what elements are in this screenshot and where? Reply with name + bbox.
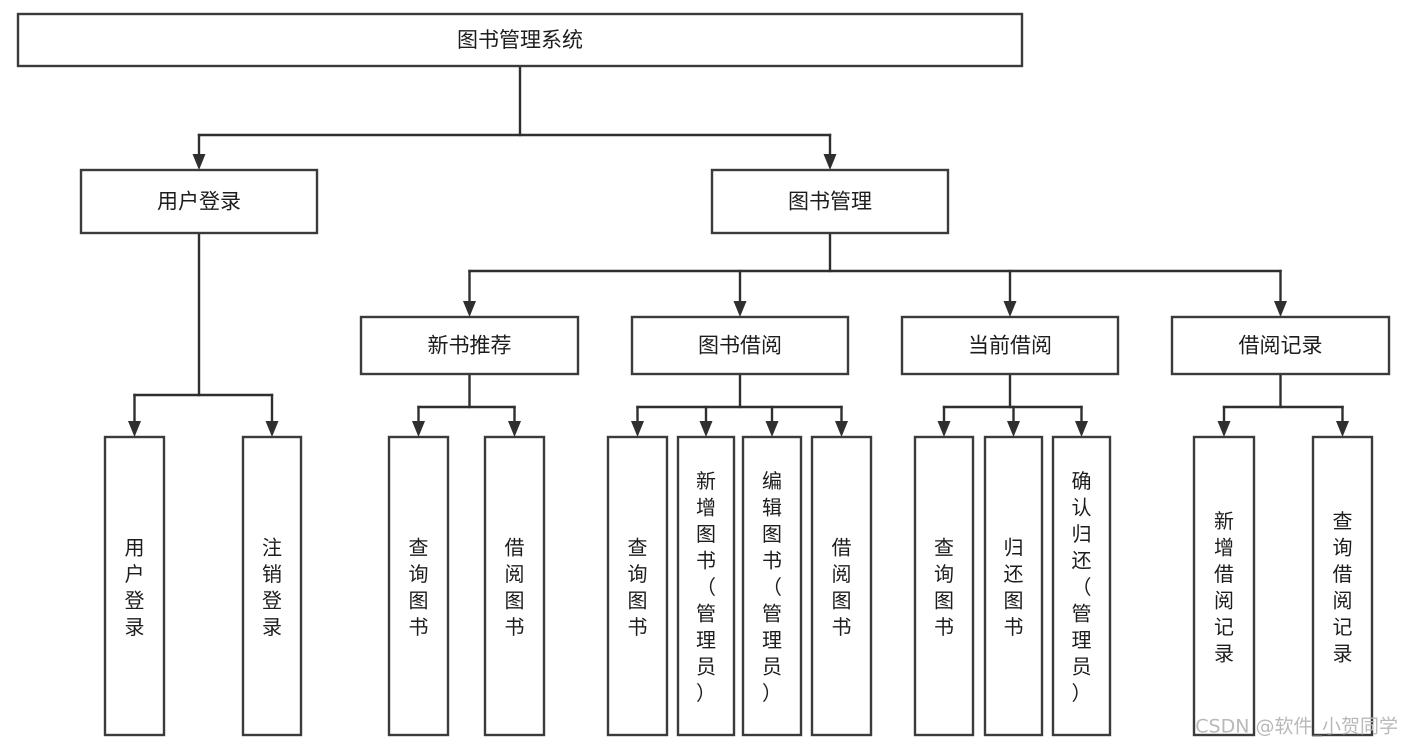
- arrow-head-icon: [937, 421, 951, 437]
- watermark-layer: CSDN @软件_小贺同学: [1195, 716, 1398, 738]
- arrow-head-icon: [192, 154, 206, 170]
- arrow-head-icon: [1003, 301, 1017, 317]
- node-book-borrow[interactable]: 图书借阅: [630, 315, 850, 376]
- arrow-head-icon: [631, 421, 644, 437]
- node-fn-edit-book-admin[interactable]: 编辑图书（管理员）: [741, 435, 803, 737]
- node-box-user-login[interactable]: [79, 168, 319, 235]
- connector-group-new-book-recommend: [412, 372, 521, 437]
- arrow-head-icon: [823, 154, 837, 170]
- node-box-fn-query-book-recommend[interactable]: [387, 435, 450, 737]
- node-box-fn-borrow-book[interactable]: [810, 435, 873, 737]
- arrow-head-icon: [1007, 421, 1020, 437]
- arrow-head-icon: [733, 301, 747, 317]
- node-label-fn-query-book-current: 查询图书: [934, 535, 954, 639]
- connector-group-borrow-record: [1217, 372, 1349, 437]
- node-current-borrow[interactable]: 当前借阅: [900, 315, 1120, 376]
- arrow-head-icon: [265, 421, 279, 437]
- arrow-head-icon: [1217, 421, 1231, 437]
- node-box-new-book-recommend[interactable]: [359, 315, 580, 376]
- node-fn-query-book-current[interactable]: 查询图书: [913, 435, 975, 737]
- arrow-head-icon: [1274, 301, 1287, 317]
- node-fn-borrow-book-recommend[interactable]: 借阅图书: [483, 435, 546, 737]
- node-label-user-login: 用户登录: [157, 190, 241, 214]
- node-label-fn-add-borrow-record: 新增借阅记录: [1214, 508, 1234, 665]
- node-label-fn-query-borrow-record: 查询借阅记录: [1333, 508, 1353, 665]
- node-fn-return-book[interactable]: 归还图书: [983, 435, 1044, 737]
- node-layer: 图书管理系统用户登录图书管理新书推荐图书借阅当前借阅借阅记录用户登录注销登录查询…: [16, 12, 1391, 737]
- node-label-fn-user-logout: 注销登录: [262, 535, 282, 639]
- node-label-fn-return-book: 归还图书: [1004, 535, 1024, 639]
- node-label-root: 图书管理系统: [457, 28, 583, 52]
- node-label-fn-user-login: 用户登录: [125, 535, 145, 639]
- node-box-fn-edit-book-admin[interactable]: [741, 435, 803, 737]
- node-fn-add-book-admin[interactable]: 新增图书（管理员）: [676, 435, 736, 737]
- node-label-fn-borrow-book-recommend: 借阅图书: [505, 535, 525, 639]
- node-label-new-book-recommend: 新书推荐: [428, 334, 512, 358]
- connector-group-user-login: [128, 231, 279, 437]
- node-user-login[interactable]: 用户登录: [79, 168, 319, 235]
- node-box-fn-borrow-book-recommend[interactable]: [483, 435, 546, 737]
- node-label-fn-add-book-admin: 新增图书（管理员）: [696, 469, 716, 705]
- arrow-head-icon: [508, 421, 521, 437]
- connector-group-book-management: [463, 231, 1287, 317]
- connector-layer: [128, 64, 1349, 437]
- arrow-head-icon: [835, 421, 848, 437]
- node-box-fn-return-book[interactable]: [983, 435, 1044, 737]
- node-box-book-management[interactable]: [710, 168, 950, 235]
- csdn-watermark: CSDN @软件_小贺同学: [1195, 716, 1398, 738]
- node-fn-query-book-borrow[interactable]: 查询图书: [606, 435, 669, 737]
- connector-group-root: [192, 64, 837, 170]
- node-root[interactable]: 图书管理系统: [16, 12, 1024, 68]
- node-box-fn-add-borrow-record[interactable]: [1192, 435, 1256, 737]
- node-label-fn-borrow-book: 借阅图书: [832, 535, 852, 639]
- node-box-fn-confirm-return-admin[interactable]: [1051, 435, 1112, 737]
- node-box-book-borrow[interactable]: [630, 315, 850, 376]
- arrow-head-icon: [412, 421, 425, 437]
- node-label-fn-query-book-borrow: 查询图书: [628, 535, 648, 639]
- node-label-current-borrow: 当前借阅: [968, 334, 1052, 358]
- node-box-fn-add-book-admin[interactable]: [676, 435, 736, 737]
- node-label-fn-edit-book-admin: 编辑图书（管理员）: [762, 469, 782, 705]
- arrow-head-icon: [1075, 421, 1088, 437]
- node-box-fn-query-book-current[interactable]: [913, 435, 975, 737]
- node-box-fn-query-book-borrow[interactable]: [606, 435, 669, 737]
- node-label-book-borrow: 图书借阅: [698, 334, 782, 358]
- node-box-fn-user-login[interactable]: [103, 435, 166, 737]
- node-fn-user-logout[interactable]: 注销登录: [241, 435, 303, 737]
- node-new-book-recommend[interactable]: 新书推荐: [359, 315, 580, 376]
- node-box-fn-query-borrow-record[interactable]: [1311, 435, 1374, 737]
- node-label-book-management: 图书管理: [788, 190, 872, 214]
- node-box-fn-user-logout[interactable]: [241, 435, 303, 737]
- node-box-current-borrow[interactable]: [900, 315, 1120, 376]
- connector-group-current-borrow: [937, 372, 1088, 437]
- node-label-borrow-record: 借阅记录: [1239, 334, 1323, 358]
- node-fn-confirm-return-admin[interactable]: 确认归还（管理员）: [1051, 435, 1112, 737]
- node-book-management[interactable]: 图书管理: [710, 168, 950, 235]
- node-fn-query-book-recommend[interactable]: 查询图书: [387, 435, 450, 737]
- connector-group-book-borrow: [631, 372, 848, 437]
- node-fn-query-borrow-record[interactable]: 查询借阅记录: [1311, 435, 1374, 737]
- arrow-head-icon: [1336, 421, 1349, 437]
- node-fn-borrow-book[interactable]: 借阅图书: [810, 435, 873, 737]
- arrow-head-icon: [463, 301, 476, 317]
- node-label-fn-confirm-return-admin: 确认归还（管理员）: [1072, 469, 1092, 705]
- node-borrow-record[interactable]: 借阅记录: [1170, 315, 1391, 376]
- arrow-head-icon: [765, 421, 779, 437]
- node-label-fn-query-book-recommend: 查询图书: [409, 535, 429, 639]
- node-fn-user-login[interactable]: 用户登录: [103, 435, 166, 737]
- arrow-head-icon: [128, 421, 141, 437]
- arrow-head-icon: [699, 421, 713, 437]
- node-fn-add-borrow-record[interactable]: 新增借阅记录: [1192, 435, 1256, 737]
- node-box-borrow-record[interactable]: [1170, 315, 1391, 376]
- node-box-root[interactable]: [16, 12, 1024, 68]
